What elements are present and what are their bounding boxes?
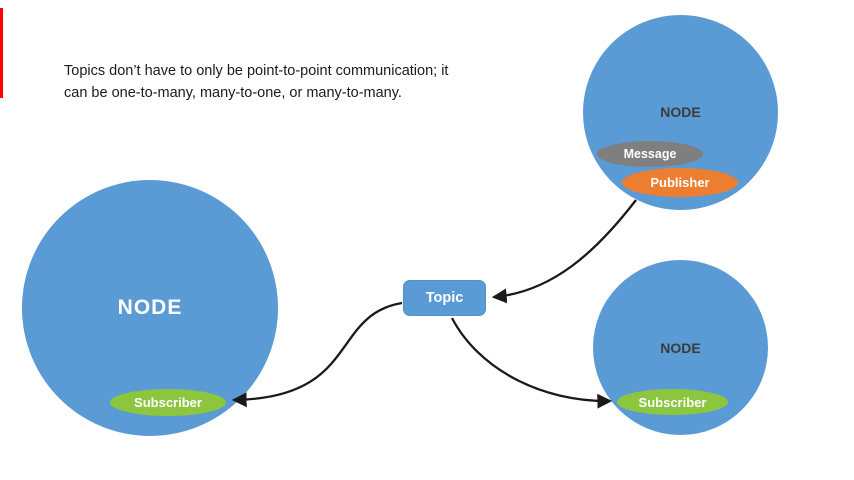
topic-box: Topic [403,280,486,316]
message-pill-label: Message [623,147,677,161]
message-pill: Message [597,141,703,167]
subscriber-pill-right: Subscriber [617,389,728,415]
subscriber-pill-right-label: Subscriber [638,394,707,410]
subscriber-pill-left: Subscriber [110,389,226,416]
description-line-1: Topics don’t have to only be point-to-po… [64,63,449,79]
arrow-topic-to-right-subscriber [450,317,613,409]
subscriber-pill-left-label: Subscriber [134,395,202,410]
description-line-2: can be one-to-many, many-to-one, or many… [64,85,402,102]
arrow-publisher-to-topic [491,199,637,304]
red-edge-line [0,8,3,98]
publisher-pill-label: Publisher [650,175,710,190]
topic-box-label: Topic [425,290,464,306]
publisher-pill: Publisher [622,168,738,197]
description-text: Topics don’t have to only be point-to-po… [64,60,448,105]
